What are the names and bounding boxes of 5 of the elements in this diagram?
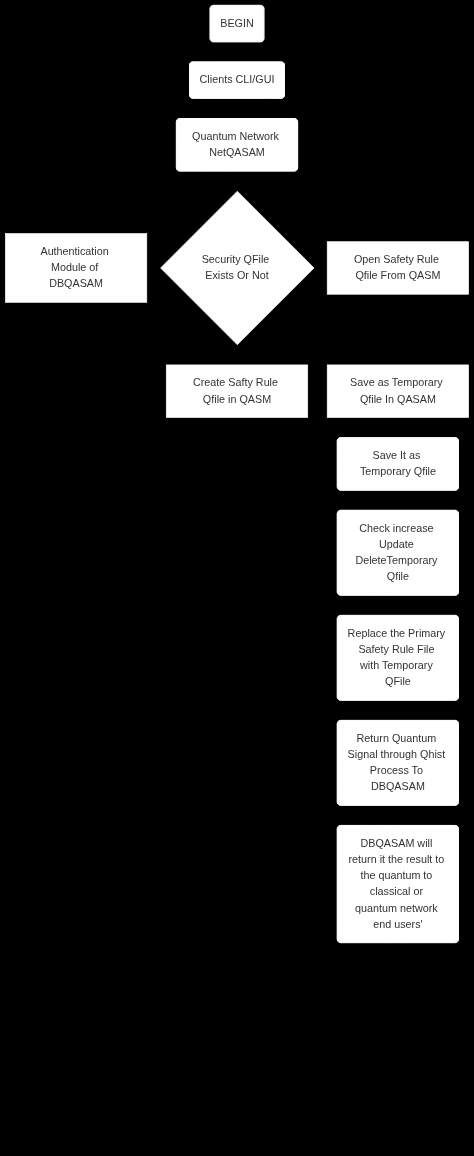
node-box: Open Safety Rule Qfile From QASM: [326, 241, 469, 295]
node-box: Save as Temporary Qfile In QASAM: [326, 364, 469, 418]
node-box: Create Safty Rule Qfile in QASM: [165, 364, 309, 418]
node-box: Authentication Module of DBQASAM: [5, 233, 148, 303]
node-diamond: Security QFile Exists Or Not: [160, 190, 315, 346]
